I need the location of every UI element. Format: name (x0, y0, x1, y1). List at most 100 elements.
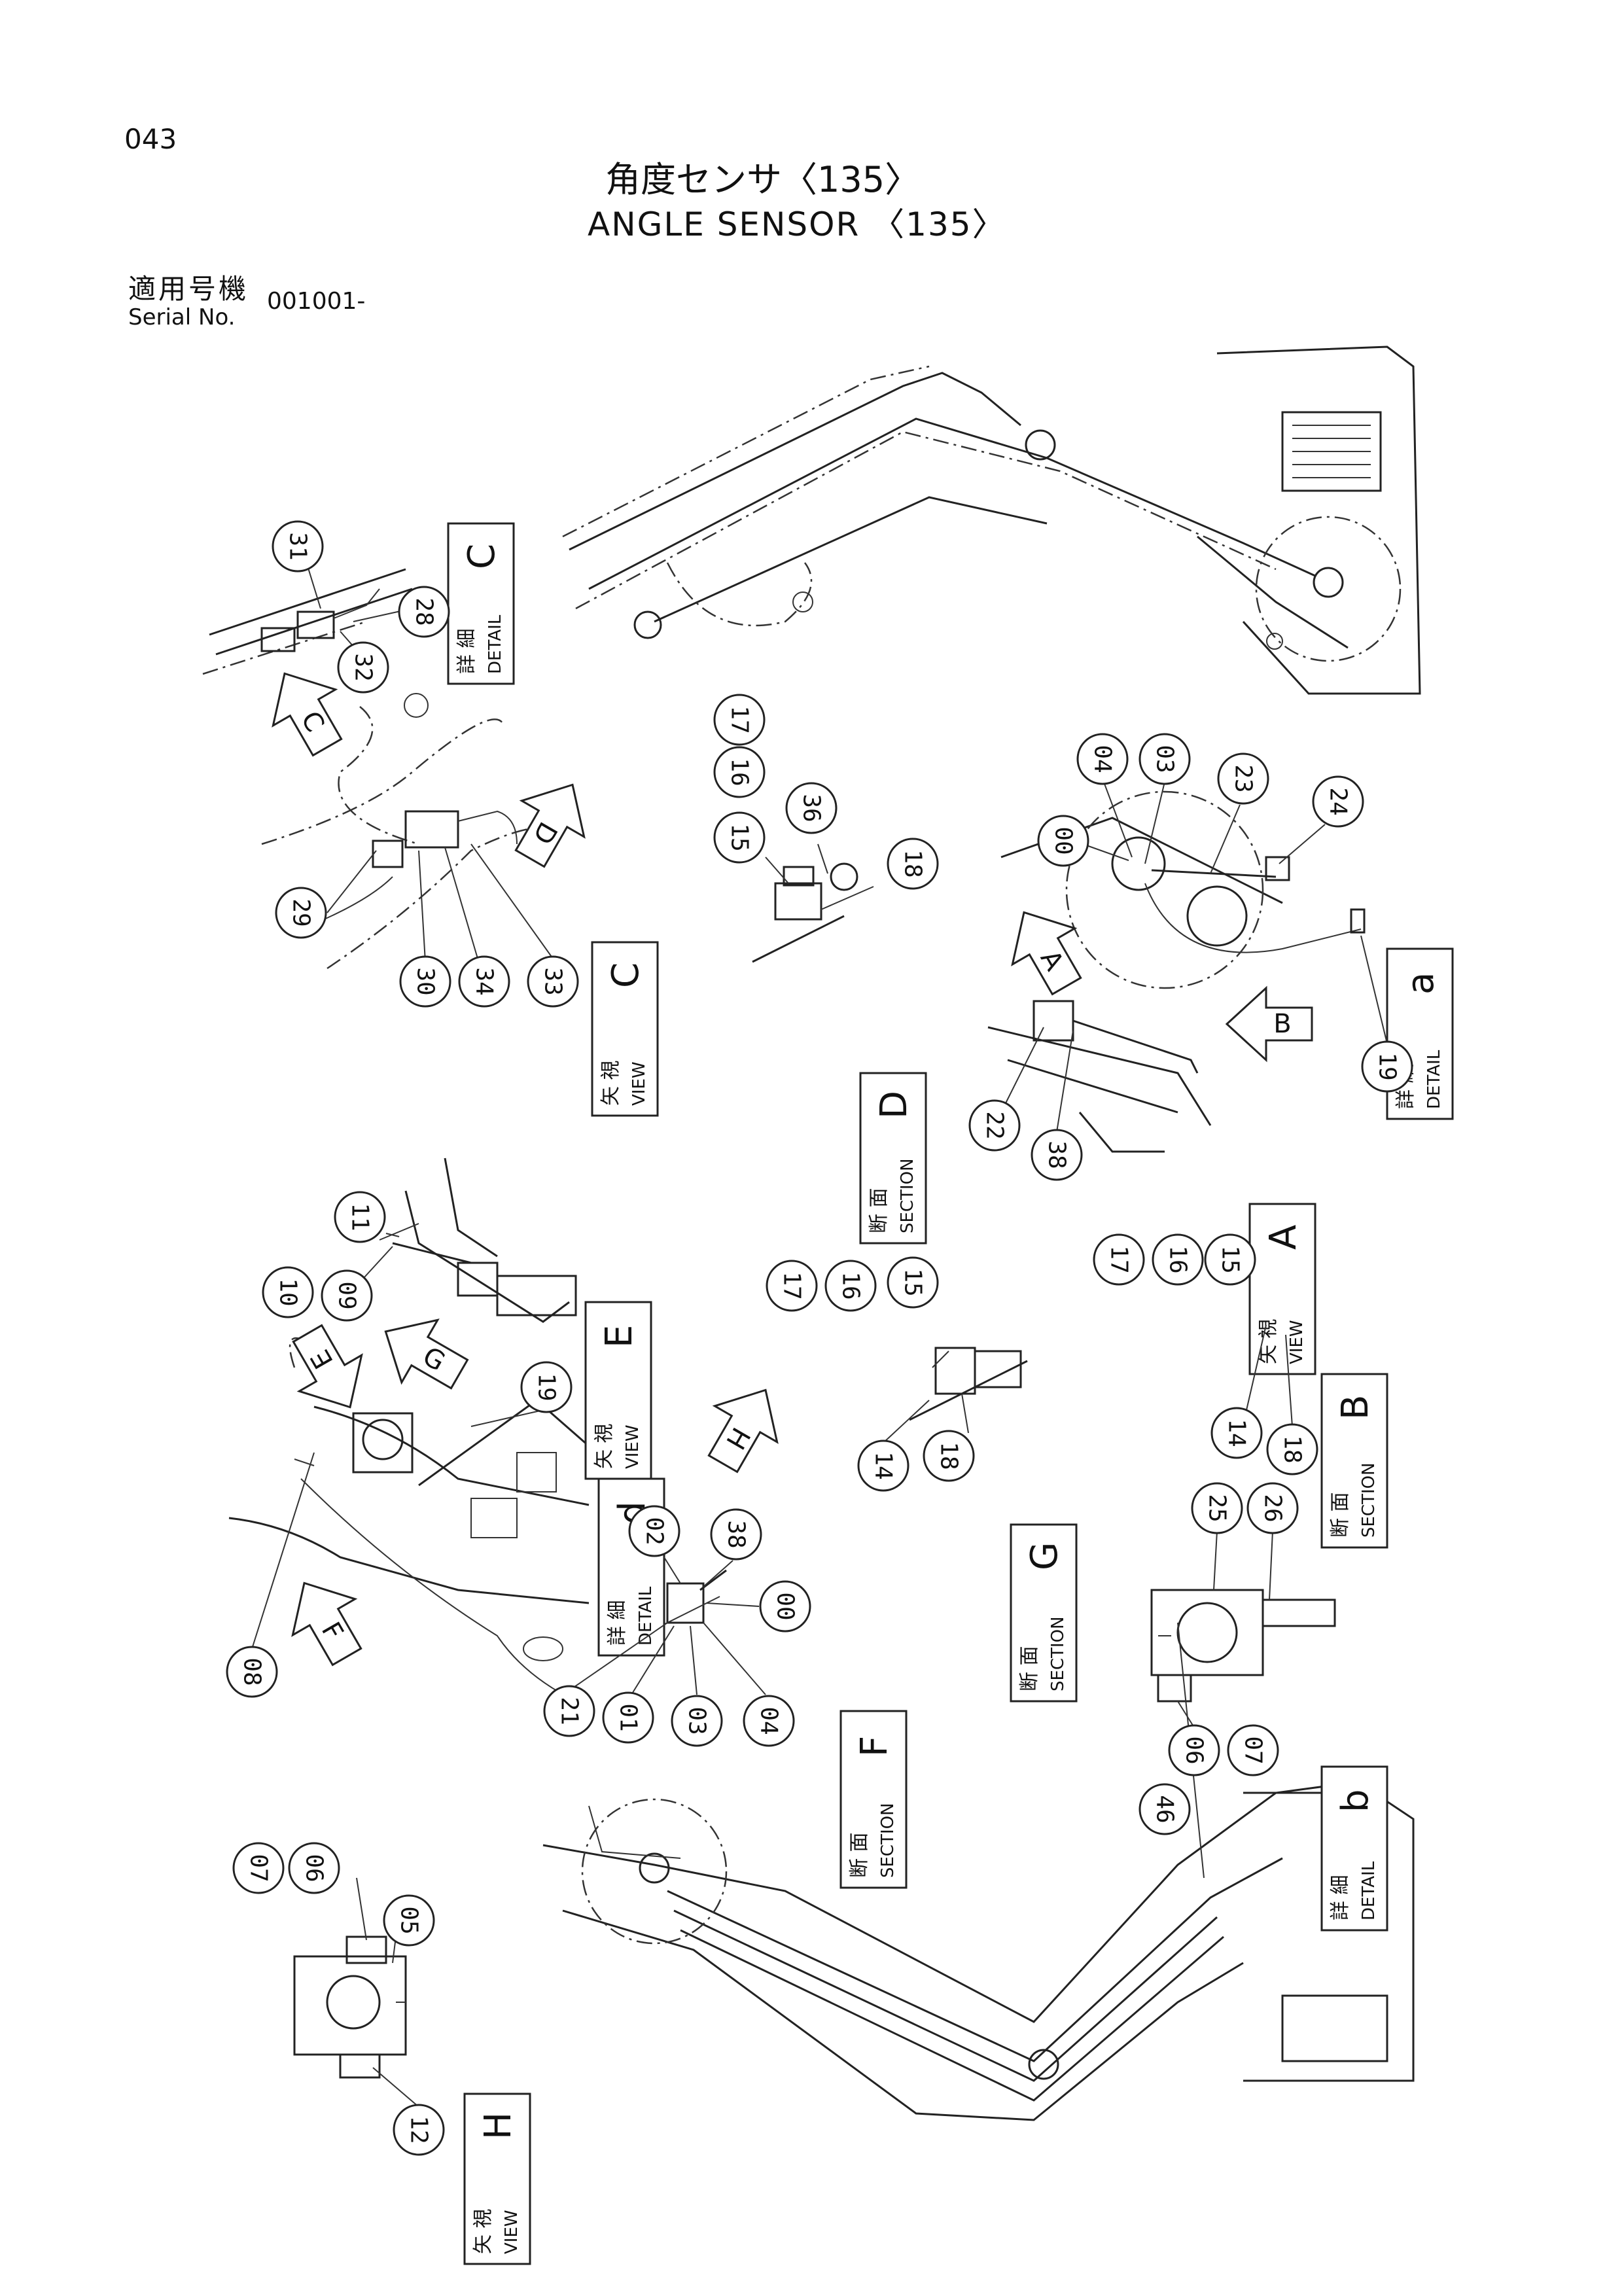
callout-12: 12 (393, 2104, 445, 2156)
svg-text:17: 17 (726, 705, 753, 733)
view-label-view-c: 矢 視 VIEW C (591, 941, 659, 1117)
svg-text:15: 15 (726, 823, 753, 851)
svg-text:03: 03 (1152, 745, 1178, 773)
view-arrow-g: G (384, 1318, 469, 1390)
svg-text:16: 16 (726, 758, 753, 786)
page-number: 043 (124, 123, 177, 155)
svg-text:18: 18 (1279, 1435, 1306, 1463)
callout-36: 36 (785, 782, 838, 834)
svg-text:詳 細: 詳 細 (1329, 1875, 1352, 1920)
callout-19-d: 19 (520, 1361, 573, 1413)
svg-text:矢 視: 矢 視 (599, 1060, 622, 1106)
view-label-detail-a: 詳 細 DETAIL a (1386, 947, 1454, 1120)
svg-text:H: H (477, 2112, 520, 2140)
svg-text:DETAIL: DETAIL (1424, 1050, 1444, 1109)
callout-14-g: 14 (857, 1439, 909, 1492)
callout-16-b: 16 (1152, 1233, 1204, 1286)
svg-text:00: 00 (1050, 826, 1077, 855)
svg-text:26: 26 (1260, 1494, 1286, 1522)
svg-text:36: 36 (798, 794, 825, 822)
view-arrow-c: C (272, 672, 343, 757)
svg-text:SECTION: SECTION (878, 1803, 898, 1878)
view-e-drawing (392, 1157, 577, 1323)
svg-text:07: 07 (1240, 1736, 1267, 1764)
callout-46: 46 (1139, 1783, 1191, 1835)
callout-16: 16 (713, 746, 766, 798)
callout-03-f: 03 (671, 1695, 723, 1747)
callout-32: 32 (337, 641, 389, 694)
svg-text:17: 17 (1106, 1245, 1133, 1273)
callout-24: 24 (1312, 775, 1364, 828)
view-label-detail-c: 詳 細 DETAIL C (447, 522, 515, 685)
callout-04: 04 (1076, 733, 1129, 785)
svg-text:07: 07 (245, 1854, 272, 1882)
svg-text:A: A (1262, 1225, 1305, 1250)
svg-text:詳 細: 詳 細 (606, 1600, 629, 1646)
page-title-en: ANGLE SENSOR 〈135〉 (588, 205, 1006, 243)
svg-text:17: 17 (779, 1271, 805, 1299)
svg-text:SECTION: SECTION (1048, 1616, 1068, 1691)
svg-text:06: 06 (1181, 1736, 1208, 1764)
callout-18-g: 18 (923, 1430, 975, 1482)
callout-18: 18 (887, 838, 939, 890)
svg-text:03: 03 (684, 1706, 711, 1735)
callout-22: 22 (968, 1099, 1021, 1152)
callout-05: 05 (383, 1894, 435, 1947)
svg-text:16: 16 (1165, 1245, 1192, 1273)
svg-text:15: 15 (1217, 1245, 1244, 1273)
svg-text:04: 04 (756, 1706, 783, 1735)
callout-25: 25 (1191, 1482, 1243, 1534)
svg-text:38: 38 (1044, 1140, 1070, 1169)
svg-text:11: 11 (347, 1203, 374, 1231)
svg-text:VIEW: VIEW (1287, 1320, 1307, 1364)
callout-38-f: 38 (710, 1508, 762, 1561)
svg-text:E: E (598, 1325, 641, 1348)
view-label-section-d: 断 面 SECTION D (859, 1072, 927, 1245)
svg-text:16: 16 (838, 1271, 864, 1299)
callout-16-g: 16 (824, 1260, 877, 1312)
view-label-section-b: 断 面 SECTION B (1320, 1373, 1388, 1549)
svg-text:詳 細: 詳 細 (455, 628, 478, 674)
boom-arm-drawing-bottom (542, 1778, 1415, 2121)
svg-text:01: 01 (615, 1703, 642, 1731)
serial-label-jp: 適用号機 (128, 273, 249, 305)
svg-text:29: 29 (288, 898, 315, 927)
svg-text:矢 視: 矢 視 (1257, 1318, 1280, 1364)
svg-text:05: 05 (396, 1906, 423, 1934)
view-label-section-f: 断 面 SECTION F (839, 1710, 908, 1889)
callout-28: 28 (398, 586, 450, 638)
svg-text:VIEW: VIEW (502, 2210, 521, 2254)
svg-text:D: D (873, 1091, 915, 1119)
callout-29: 29 (275, 887, 327, 939)
callout-19: 19 (1361, 1040, 1413, 1093)
svg-text:18: 18 (900, 849, 927, 877)
callout-14-b: 14 (1210, 1407, 1263, 1459)
callout-07-h: 07 (232, 1842, 285, 1894)
svg-text:04: 04 (1089, 745, 1116, 773)
svg-text:G: G (1023, 1542, 1066, 1570)
callout-17-b: 17 (1093, 1233, 1145, 1286)
svg-text:VIEW: VIEW (629, 1061, 649, 1106)
svg-text:25: 25 (1204, 1494, 1231, 1522)
serial-number-value: 001001- (267, 288, 366, 315)
callout-33: 33 (527, 955, 579, 1008)
detail-a-drawing (1000, 790, 1366, 989)
svg-text:33: 33 (540, 967, 567, 995)
svg-text:28: 28 (411, 597, 438, 626)
svg-text:C: C (605, 963, 647, 988)
view-c-drawing (261, 693, 563, 970)
callout-15-g: 15 (887, 1256, 939, 1309)
svg-text:30: 30 (412, 967, 439, 995)
view-label-view-e: 矢 視 VIEW E (584, 1301, 652, 1480)
svg-text:矢 視: 矢 視 (593, 1423, 616, 1469)
view-h-drawing (293, 1935, 407, 2079)
svg-text:09: 09 (334, 1281, 361, 1309)
svg-text:10: 10 (275, 1278, 302, 1306)
section-d-drawing (752, 862, 858, 963)
view-label-view-h: 矢 視 VIEW H (463, 2093, 531, 2265)
svg-text:46: 46 (1152, 1795, 1178, 1823)
callout-21: 21 (543, 1685, 595, 1737)
svg-text:23: 23 (1230, 764, 1257, 792)
svg-text:08: 08 (239, 1657, 266, 1686)
